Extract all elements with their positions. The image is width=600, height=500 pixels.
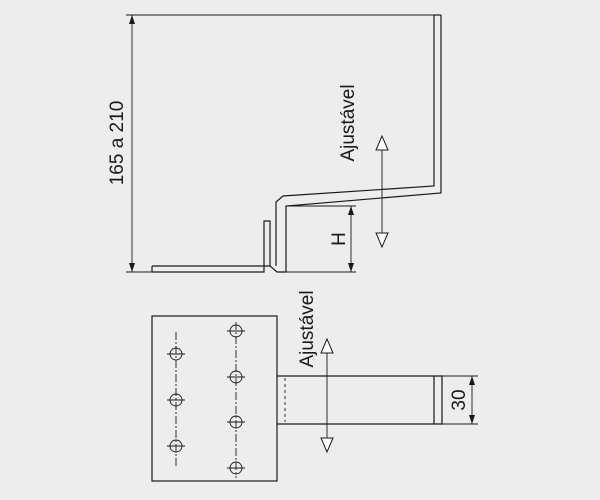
side-view: 165 a 210 H Ajustável bbox=[107, 14, 442, 273]
h-arrow-top bbox=[348, 206, 354, 215]
h-arrow-bottom bbox=[348, 263, 354, 272]
height-dimension-label: 165 a 210 bbox=[107, 101, 128, 186]
h-dimension-label: H bbox=[329, 232, 350, 246]
hole-right-4 bbox=[227, 461, 245, 475]
width-dimension-label: 30 bbox=[449, 389, 470, 410]
hole-right-1 bbox=[227, 324, 245, 338]
adjustable-label-side: Ajustável bbox=[338, 84, 359, 161]
hole-left-1 bbox=[167, 347, 185, 361]
height-arrow-bottom bbox=[129, 263, 135, 272]
bracket-profile-outer bbox=[152, 15, 442, 273]
bracket-profile-inner bbox=[152, 15, 435, 267]
adjustable-arrow-plan bbox=[320, 337, 334, 454]
width-arrow-top bbox=[469, 376, 475, 385]
width-arrow-bottom bbox=[469, 415, 475, 424]
base-plate bbox=[151, 315, 278, 482]
arm-outline bbox=[277, 375, 443, 425]
adjustable-arrow-side bbox=[375, 134, 389, 249]
hole-right-3 bbox=[227, 415, 245, 429]
hole-left-3 bbox=[167, 439, 185, 453]
hole-right-2 bbox=[227, 370, 245, 384]
height-arrow-top bbox=[129, 15, 135, 24]
plan-view: 30 Ajustável bbox=[151, 290, 478, 482]
adjustable-label-plan: Ajustável bbox=[297, 290, 318, 367]
hole-left-2 bbox=[167, 393, 185, 407]
